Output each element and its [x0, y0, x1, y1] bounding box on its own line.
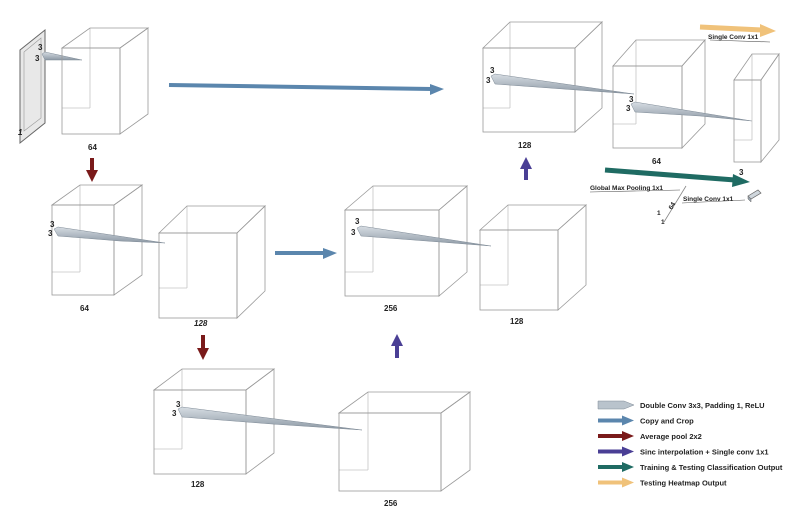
copy-crop-arrow	[168, 83, 444, 95]
feature-map-cube-dec2b	[478, 204, 588, 311]
legend-label: Average pool 2x2	[640, 432, 702, 441]
classification-output-arrow	[604, 167, 750, 187]
channel-label: 128	[518, 141, 532, 150]
feature-map-cube-output	[733, 52, 780, 164]
kernel-size-label: 3	[490, 66, 495, 75]
legend-swatch-arrow	[598, 415, 634, 426]
feature-map-cube-enc3b	[337, 391, 472, 492]
channel-label: 128	[510, 317, 524, 326]
legend-label: Training & Testing Classification Output	[640, 463, 783, 472]
channel-label: 64	[88, 143, 97, 152]
vector-dim-label: 1	[661, 219, 665, 226]
feature-map-cube-dec2a	[343, 185, 469, 297]
avg-pool-arrow	[86, 158, 98, 182]
kernel-size-label: 3	[176, 400, 181, 409]
conv-kernel-wedge	[356, 225, 492, 247]
legend: Double Conv 3x3, Padding 1, ReLU Copy and…	[597, 400, 783, 488]
kernel-size-label: 3	[48, 229, 53, 238]
channel-label: 128	[194, 319, 208, 328]
kernel-size-label: 3	[38, 43, 43, 52]
conv-kernel-wedge	[630, 101, 753, 122]
single-conv-cls-label: Single Conv 1x1	[683, 196, 734, 203]
global-max-pool-label: Global Max Pooling 1x1	[590, 185, 663, 192]
legend-swatch-kernel	[597, 400, 635, 410]
legend-label: Copy and Crop	[640, 417, 694, 426]
channel-label: 256	[384, 499, 398, 508]
legend-label: Double Conv 3x3, Padding 1, ReLU	[640, 401, 765, 410]
feature-map-cube-enc3a	[152, 368, 276, 475]
input-image-plane	[19, 28, 46, 145]
upsample-arrow	[391, 334, 403, 358]
channel-label: 64	[652, 157, 661, 166]
kernel-size-label: 3	[629, 95, 634, 104]
legend-swatch-arrow	[598, 477, 634, 488]
legend-label: Sinc interpolation + Single conv 1x1	[640, 448, 769, 457]
kernel-size-label: 3	[172, 409, 177, 418]
heatmap-output-arrow	[699, 24, 776, 37]
kernel-size-label: 3	[355, 217, 360, 226]
kernel-size-label: 3	[35, 54, 40, 63]
channel-label: 128	[191, 480, 205, 489]
copy-crop-arrow	[275, 248, 337, 259]
channel-label: 256	[384, 304, 398, 313]
kernel-size-label: 3	[486, 76, 491, 85]
vector-dim-label: 1	[657, 210, 661, 217]
classification-scalar	[747, 189, 762, 203]
legend-swatch-arrow	[598, 446, 634, 457]
kernel-size-label: 3	[626, 104, 631, 113]
conv-kernel-wedge	[53, 226, 166, 244]
feature-map-cube-enc2a	[50, 184, 144, 296]
conv-kernel-wedge	[177, 406, 363, 431]
vector-length-label: 64	[668, 201, 678, 211]
feature-map-cube-enc2b	[158, 205, 266, 319]
single-conv-label: Single Conv 1x1	[708, 34, 759, 41]
avg-pool-arrow	[197, 335, 209, 360]
input-label: 1	[18, 128, 23, 137]
legend-swatch-arrow	[598, 431, 634, 441]
channel-label: 64	[80, 304, 89, 313]
upsample-arrow	[520, 157, 532, 180]
kernel-size-label: 3	[351, 228, 356, 237]
channel-label: 3	[739, 168, 744, 177]
feature-map-cube-dec1b	[612, 38, 706, 149]
conv-kernel-wedge	[490, 73, 635, 95]
legend-swatch-arrow	[598, 462, 634, 472]
kernel-size-label: 3	[50, 220, 55, 229]
legend-label: Testing Heatmap Output	[640, 479, 727, 488]
feature-map-cube-enc1	[60, 27, 150, 135]
